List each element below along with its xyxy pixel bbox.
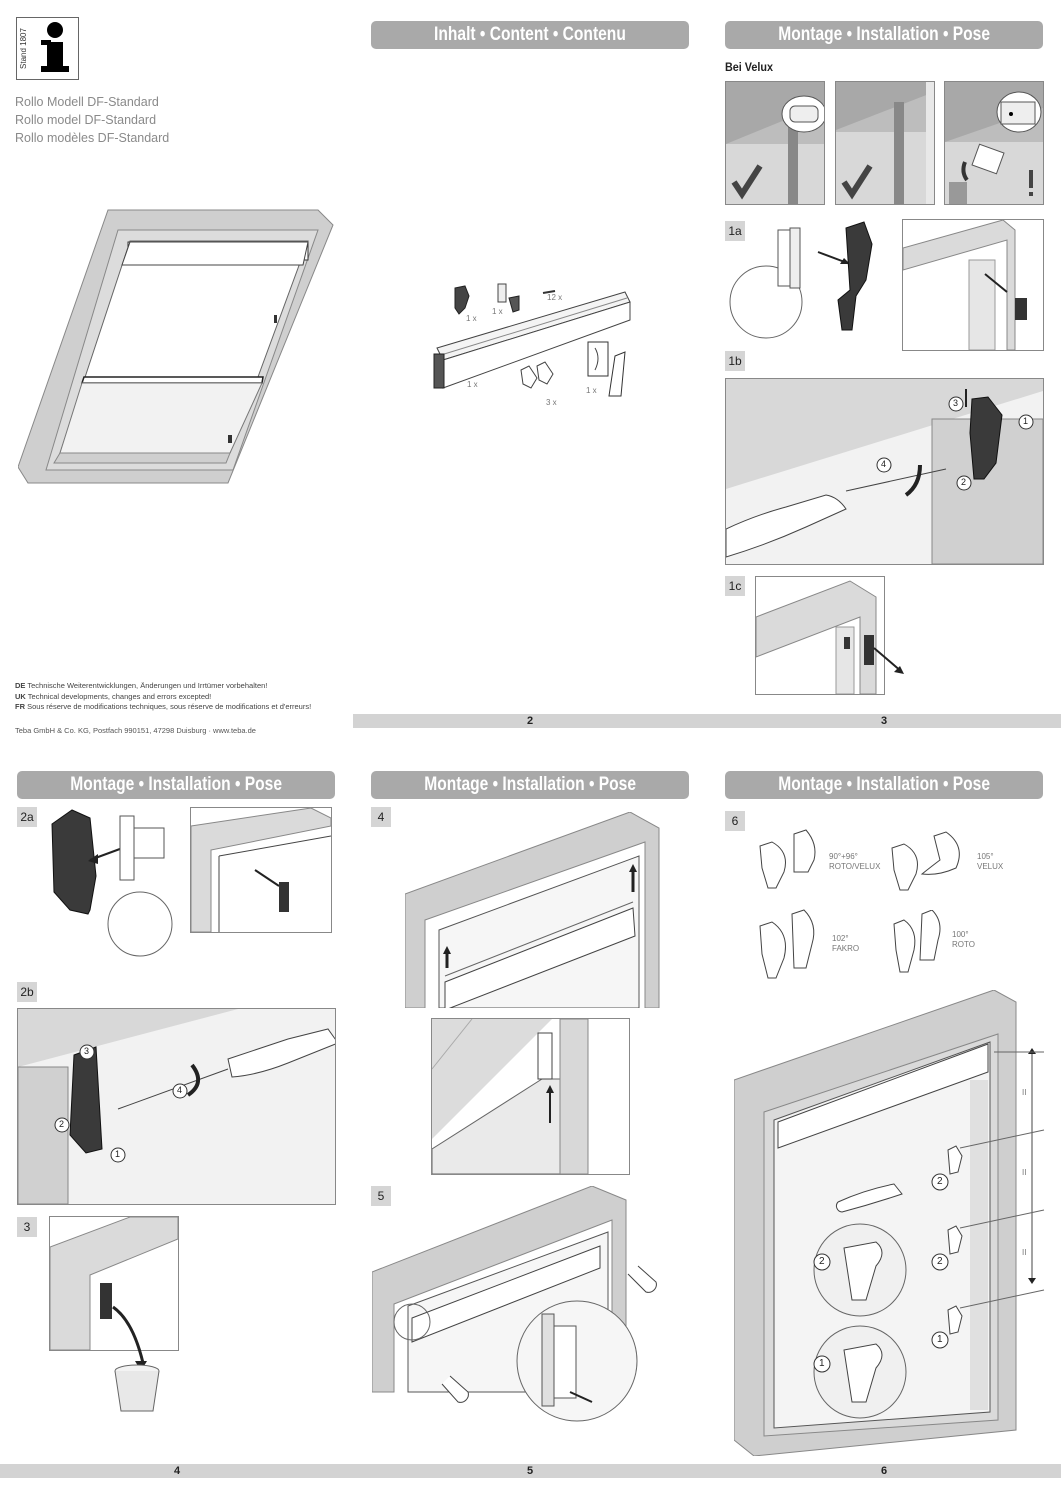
info-logo: Stand 1807 (16, 17, 79, 80)
callout-2b-2: 2 (59, 1119, 65, 1129)
step-label-5: 5 (371, 1186, 391, 1206)
page-number-6: 6 (880, 1465, 888, 1477)
info-i-icon (41, 22, 69, 72)
step-6-window-illustration (734, 990, 1045, 1456)
page-number-bar-bottom: 4 5 6 (0, 1464, 1061, 1478)
qty-adapter: 1 x (492, 307, 503, 316)
arrow-remove-icon (873, 647, 904, 674)
callout-1b-2: 2 (961, 477, 967, 487)
trash-bin-icon (112, 1305, 160, 1412)
step-2a-frame-panel (190, 807, 332, 933)
bracket-angle-3: 102° (832, 934, 849, 943)
step-label-4: 4 (371, 807, 391, 827)
product-title-fr: Rollo modèles DF-Standard (15, 131, 170, 145)
bracket-angle-2: 105° (977, 852, 994, 861)
callout-6-e: 1 (819, 1358, 825, 1369)
callout-1b-1: 1 (1023, 416, 1029, 426)
install-header-p4: Montage • Installation • Pose (17, 771, 335, 799)
callout-6-d: 2 (819, 1256, 825, 1267)
company-address: Teba GmbH & Co. KG, Postfach 990151, 472… (15, 726, 256, 735)
install-header-p3: Montage • Installation • Pose (725, 21, 1043, 49)
bracket-type-velux-icon (891, 831, 960, 891)
disclaimer-de: DE Technische Weiterentwicklungen, Änder… (15, 681, 268, 690)
bracket-angle-4: 100° (952, 930, 969, 939)
callout-1b-4: 4 (881, 459, 887, 469)
equal-mark-1: II (1022, 1088, 1027, 1097)
step-label-1b: 1b (725, 351, 745, 371)
step-3-remove-panel (49, 1216, 179, 1351)
qty-handle-set: 1 x (586, 386, 597, 395)
step-1b-mount-panel: 4 3 1 2 (725, 378, 1044, 565)
callout-6-c: 1 (937, 1334, 943, 1345)
callout-4 (876, 457, 892, 473)
product-title-de: Rollo Modell DF-Standard (15, 95, 159, 109)
step-1c-remove-panel (755, 576, 885, 695)
velux-subtitle: Bei Velux (725, 60, 774, 74)
callout-1b-3: 3 (953, 398, 959, 408)
step-1a-clip-illustration (729, 221, 873, 339)
step-2a-clip-illustration (51, 809, 173, 957)
disclaimer-uk: UK Technical developments, changes and e… (15, 691, 212, 701)
bracket-angle-1: 90°+96° (829, 852, 858, 861)
content-header: Inhalt • Content • Contenu (371, 21, 689, 49)
velux-panel-ok-2 (835, 81, 935, 205)
step-label-1a: 1a (725, 221, 745, 241)
qty-screws: 12 x (547, 293, 563, 302)
qty-side-brackets: 3 x (546, 398, 557, 407)
step-label-2a: 2a (17, 807, 37, 827)
velux-panel-warning (944, 81, 1044, 205)
bracket-type-fakro-icon (759, 909, 815, 979)
bracket-brand-4: ROTO (952, 940, 975, 949)
stand-label: Stand 1807 (18, 28, 28, 69)
velux-panel-ok-1 (725, 81, 825, 205)
bracket-brand-3: FAKRO (832, 944, 860, 953)
step-2b-mount-panel: 3 2 1 4 (17, 1008, 336, 1205)
callout-2b-3: 3 (84, 1046, 90, 1056)
page-number-2: 2 (526, 715, 534, 727)
bracket-brand-2: VELUX (977, 862, 1004, 871)
step-label-3: 3 (17, 1217, 37, 1237)
bracket-type-roto-velux-icon (759, 829, 816, 889)
page-number-bar-top: 2 3 (353, 714, 1061, 728)
callout-6-a: 2 (937, 1176, 943, 1187)
skylight-window-illustration (18, 209, 334, 484)
step-4-detail-panel (431, 1018, 630, 1175)
disclaimer-fr: FR Sous réserve de modifications techniq… (15, 702, 312, 711)
bracket-brand-1: ROTO/VELUX (829, 862, 881, 871)
parts-illustration (433, 283, 631, 397)
page-number-3: 3 (880, 715, 888, 727)
bracket-type-roto-icon (893, 910, 941, 973)
equal-mark-2: II (1022, 1168, 1027, 1177)
install-header-p5: Montage • Installation • Pose (371, 771, 689, 799)
page-number-5: 5 (526, 1465, 534, 1477)
product-title-en: Rollo model DF-Standard (15, 113, 157, 127)
qty-cassette: 1 x (467, 380, 478, 389)
step-1a-frame-panel (902, 219, 1044, 351)
callout-6-b: 2 (937, 1256, 943, 1267)
step-label-2b: 2b (17, 982, 37, 1002)
callout-2b-1: 1 (115, 1149, 121, 1159)
step-5-window-illustration (372, 1186, 657, 1422)
step-4-window-illustration (405, 812, 660, 1008)
page-number-4: 4 (173, 1465, 181, 1477)
qty-clip-holder: 1 x (466, 314, 477, 323)
step-label-1c: 1c (725, 576, 745, 596)
equal-mark-3: II (1022, 1248, 1027, 1257)
callout-2b-4: 4 (177, 1085, 183, 1095)
install-header-p6: Montage • Installation • Pose (725, 771, 1043, 799)
step-label-6: 6 (725, 811, 745, 831)
